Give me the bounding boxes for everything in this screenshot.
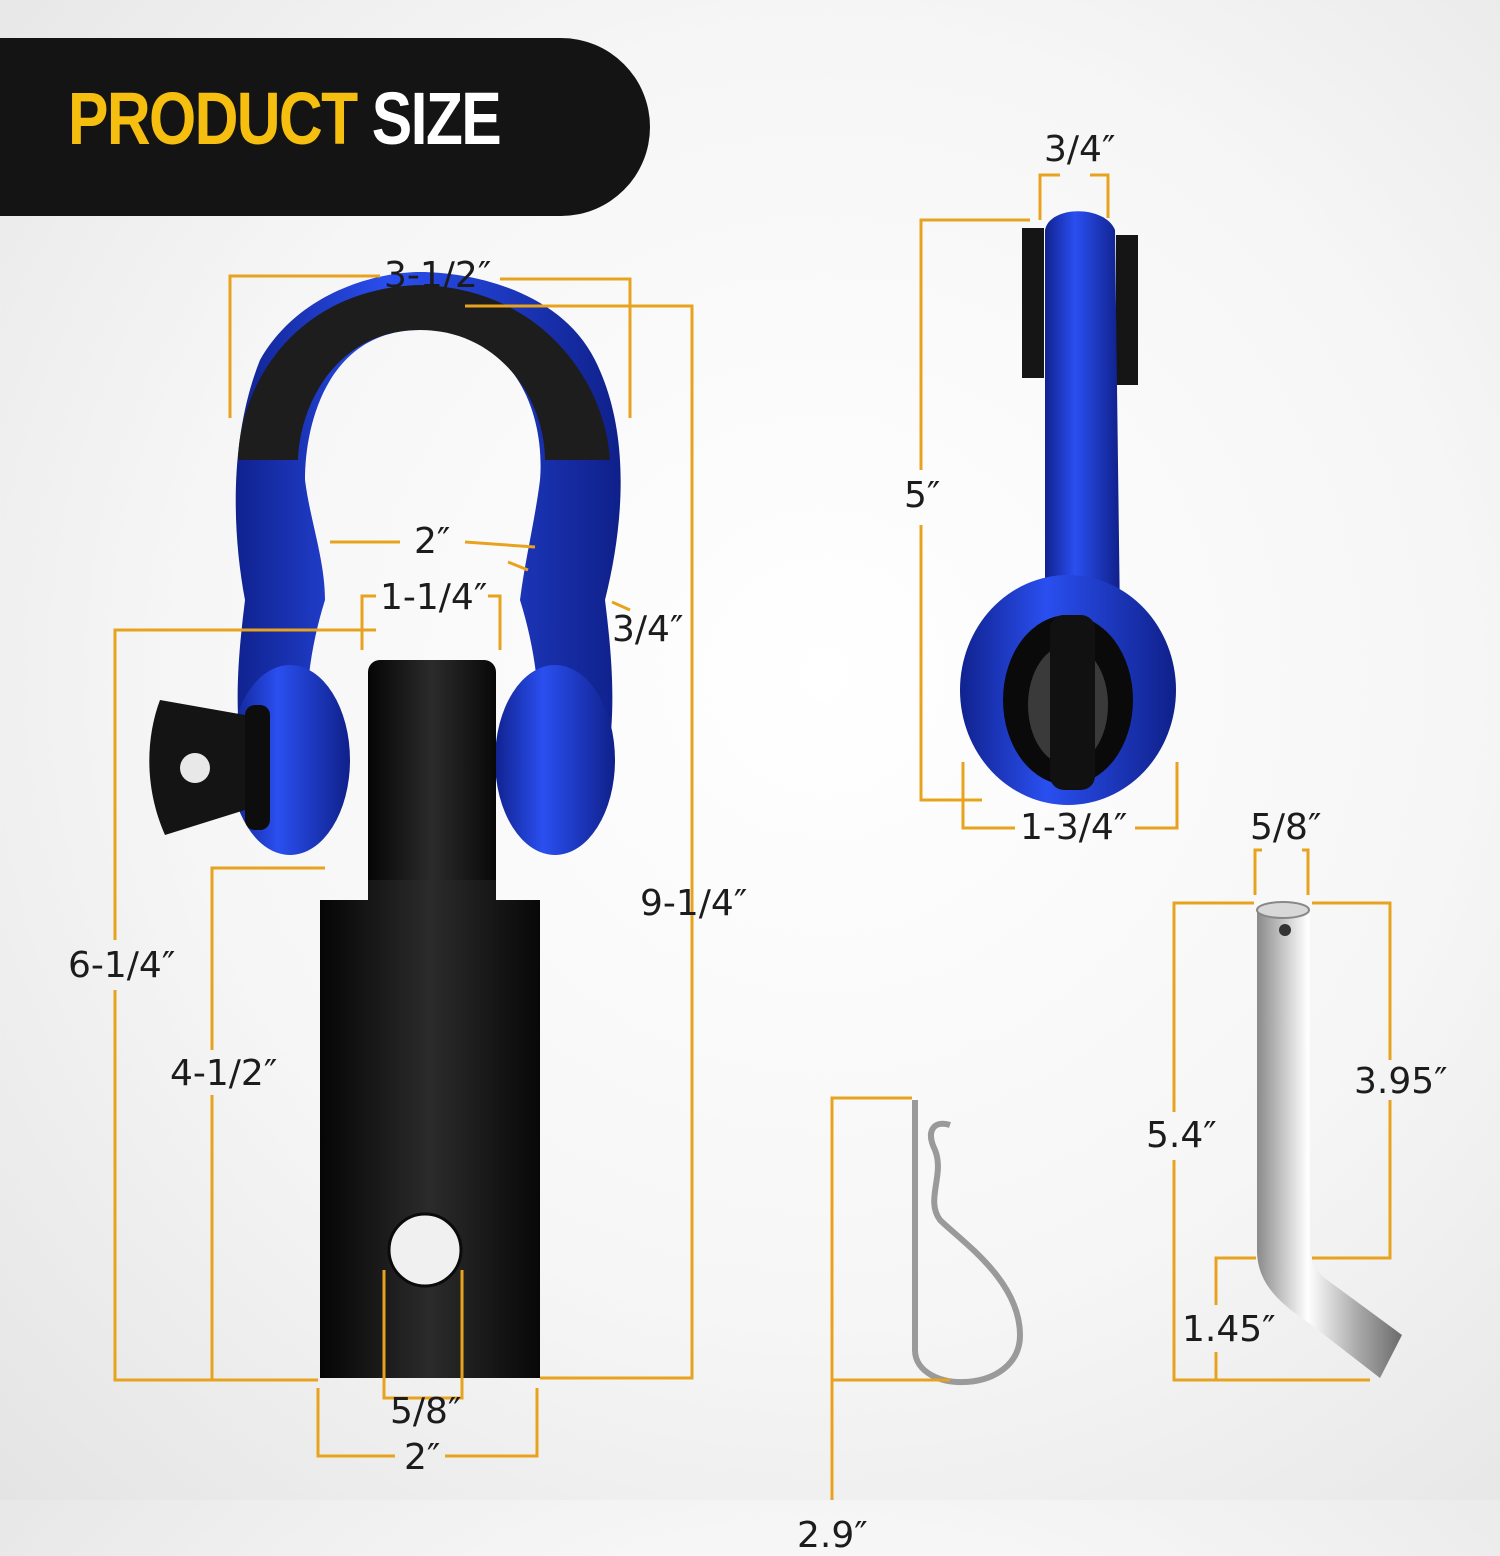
- product-illustration: [113, 173, 1402, 1500]
- label-clip-height: 2.9″: [797, 1515, 868, 1556]
- title-banner: [0, 38, 650, 216]
- label-overall-width: 3-1/2″: [384, 255, 492, 296]
- r-clip: [912, 1100, 1024, 1386]
- label-straight-length: 3.95″: [1354, 1061, 1448, 1102]
- title-highlight: PRODUCT: [68, 77, 358, 160]
- title-rest: SIZE: [371, 77, 502, 160]
- label-pin-gap: 1-1/4″: [380, 577, 488, 618]
- label-hole-diameter: 5/8″: [390, 1391, 462, 1432]
- label-side-height: 5″: [904, 475, 941, 516]
- label-overall-length: 5.4″: [1146, 1115, 1217, 1156]
- label-height-to-pin: 6-1/4″: [68, 945, 176, 986]
- page-title: PRODUCT SIZE: [68, 82, 502, 156]
- label-receiver-width: 2″: [404, 1437, 441, 1478]
- label-pin-diameter: 5/8″: [1250, 807, 1322, 848]
- label-bend-length: 1.45″: [1182, 1309, 1276, 1350]
- label-overall-height: 9-1/4″: [640, 883, 748, 924]
- dimension-lines: [113, 173, 1392, 1500]
- label-eye-width: 1-3/4″: [1020, 807, 1128, 848]
- label-body-thickness: 3/4″: [612, 609, 684, 650]
- label-inner-width: 2″: [414, 521, 451, 562]
- d-ring-shackle-front: [149, 272, 621, 1378]
- label-receiver-length: 4-1/2″: [170, 1053, 278, 1094]
- d-ring-shackle-side: [960, 211, 1176, 805]
- label-side-thickness: 3/4″: [1044, 129, 1116, 170]
- hitch-pin: [1256, 901, 1402, 1378]
